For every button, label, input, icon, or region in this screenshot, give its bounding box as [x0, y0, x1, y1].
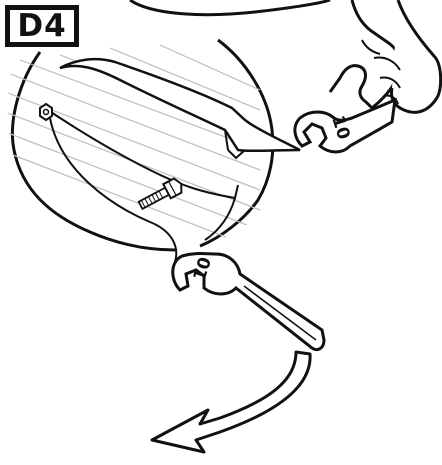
nut-icon [40, 104, 52, 120]
upper-wrench: 10 [295, 100, 395, 152]
hand-icon [330, 0, 441, 112]
bracket-upper [60, 59, 300, 151]
detail-view [0, 40, 300, 262]
top-arc [130, 0, 330, 15]
step-label: D4 [5, 5, 79, 47]
lower-wrench: 10 [173, 254, 324, 350]
rotation-arrow-icon [152, 352, 310, 452]
bolt-icon [137, 177, 185, 213]
